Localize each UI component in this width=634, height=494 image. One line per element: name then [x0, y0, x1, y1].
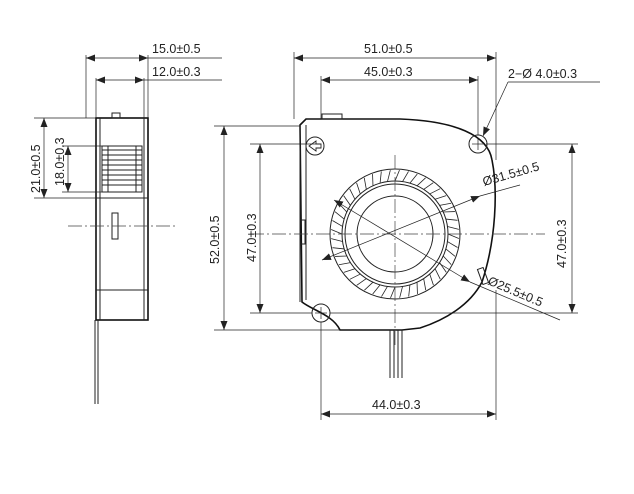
- impeller-blade: [416, 177, 426, 187]
- impeller-blade: [429, 188, 441, 195]
- dim-overall-height: 52.0±0.5: [208, 215, 222, 264]
- side-body-outline: [95, 117, 149, 321]
- impeller-blade: [423, 278, 427, 291]
- impeller-blade: [381, 286, 388, 297]
- impeller-blade: [338, 262, 351, 266]
- impeller-blade: [399, 286, 403, 298]
- dim-hole-spacing-height-right: 47.0±0.3: [555, 219, 569, 268]
- impeller-blade: [363, 177, 367, 190]
- impeller-blade: [364, 281, 374, 291]
- impeller-blade: [331, 229, 343, 235]
- dim-bottom-width: 44.0±0.3: [372, 398, 421, 412]
- mounting-hole-bottom: [311, 303, 331, 323]
- impeller-blade: [356, 278, 367, 286]
- impeller-blade: [343, 268, 356, 273]
- impeller-blade: [372, 284, 381, 295]
- impeller-blade: [338, 203, 348, 213]
- impeller-blade: [408, 284, 411, 297]
- impeller-blade: [356, 182, 361, 195]
- impeller-blade: [442, 255, 452, 265]
- impeller-blade: [429, 273, 434, 286]
- impeller-blade: [447, 233, 459, 239]
- dim-inner-thickness: 12.0±0.3: [152, 65, 201, 79]
- impeller-blade: [332, 220, 343, 227]
- impeller-blade: [331, 238, 343, 242]
- dim-overall-width: 51.0±0.5: [364, 42, 413, 56]
- housing-outline: [299, 118, 496, 331]
- dim-hole-spacing-height-left: 47.0±0.3: [245, 213, 259, 262]
- impeller-blade: [434, 268, 441, 280]
- side-vent-grill: [101, 145, 143, 193]
- side-view: 15.0±0.5 12.0±0.3 21.0±0.5 18.0±0.3: [29, 42, 222, 404]
- rotation-arrow-icon: [305, 136, 325, 156]
- impeller-blade: [390, 286, 396, 298]
- impeller-blade: [334, 211, 345, 220]
- front-view: 51.0±0.5 45.0±0.3 2−Ø 4.0±0.3 Ø31.5±0.5 …: [208, 42, 600, 420]
- impeller-blade: [349, 188, 356, 200]
- impeller-blade: [387, 170, 391, 182]
- impeller-blade: [423, 182, 434, 190]
- dim-outer-height: 21.0±0.5: [29, 144, 43, 193]
- dim-outer-diameter: Ø31.5±0.5: [481, 159, 541, 189]
- impeller-blade: [409, 173, 418, 184]
- impeller-blade: [434, 195, 447, 200]
- impeller-blade: [332, 247, 345, 250]
- impeller-blade: [439, 202, 452, 206]
- impeller-blade: [402, 171, 409, 182]
- dim-inner-diameter: Ø25.5±0.5: [486, 274, 545, 310]
- dim-mounting-holes: 2−Ø 4.0±0.3: [508, 67, 577, 81]
- dim-total-thickness: 15.0±0.5: [152, 42, 201, 56]
- impeller-blade: [445, 248, 456, 257]
- impeller-blade: [343, 195, 351, 206]
- impeller-blade: [349, 273, 361, 280]
- dim-inner-height: 18.0±0.3: [53, 137, 67, 186]
- impeller-blade: [394, 170, 400, 182]
- impeller-blade: [379, 171, 382, 184]
- impeller-blade: [445, 218, 458, 221]
- impeller-blade: [447, 241, 458, 248]
- dim-hole-spacing-width: 45.0±0.3: [364, 65, 413, 79]
- front-wires: [389, 330, 403, 378]
- impeller-blade: [447, 226, 459, 230]
